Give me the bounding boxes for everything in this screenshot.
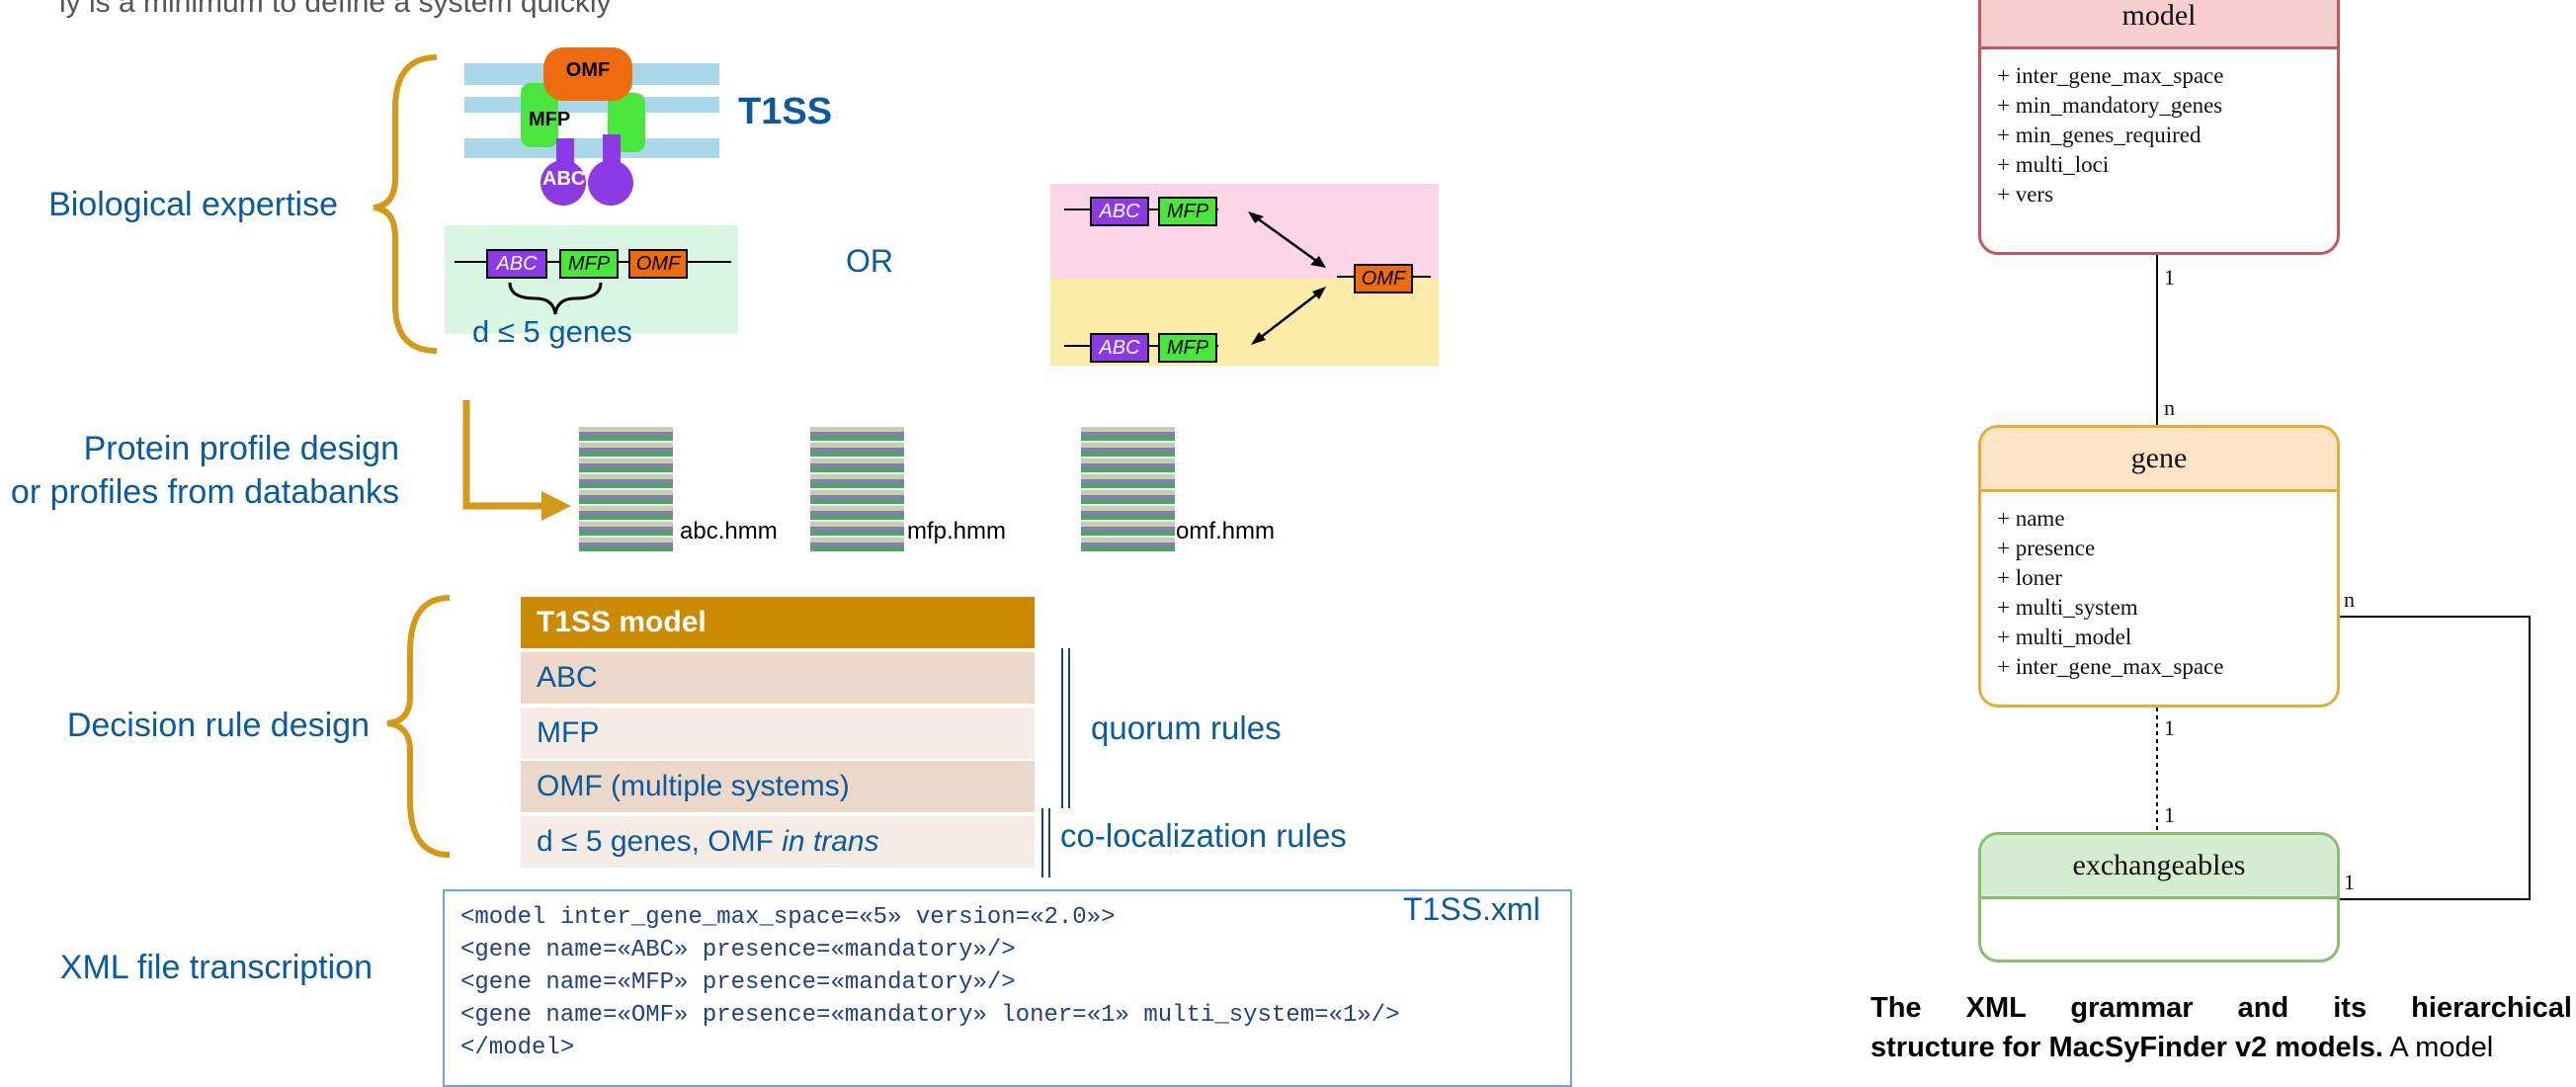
mfp-protein-label: MFP <box>529 109 571 130</box>
xml-line-1: <model inter_gene_max_space=«5» version=… <box>460 904 1116 931</box>
abc-protein-label: ABC <box>542 168 586 190</box>
trans-gene-abc-bottom: ABC <box>1090 333 1149 363</box>
profile-arrow <box>462 400 543 510</box>
model-table-row-mfp: MFP <box>521 708 1035 759</box>
t1ss-graphic: OMF MFP ABC <box>459 47 719 206</box>
quorum-bracket <box>1061 648 1070 808</box>
xml-file-box: <model inter_gene_max_space=«5» version=… <box>443 889 1572 1087</box>
abc-protein-right <box>588 160 633 206</box>
hmm-label-omf: omf.hmm <box>1176 518 1276 544</box>
omf-protein-label: OMF <box>565 59 611 81</box>
figure-caption: The XML grammar and its hierarchical str… <box>1870 988 2572 1067</box>
cis-gene-omf: OMF <box>628 249 688 279</box>
uml-model-attr: + min_genes_required <box>1997 123 2202 147</box>
caption-bold-part: structure for MacSyFinder v2 models. <box>1870 1032 2383 1063</box>
uml-model-attr: + multi_loci <box>1997 152 2110 177</box>
colocalization-prefix: d ≤ 5 genes, OMF <box>537 825 783 858</box>
omf-protein <box>543 47 632 101</box>
uml-gene-attr: + multi_system <box>1997 595 2138 620</box>
model-table-row-abc: ABC <box>521 652 1035 704</box>
xml-line-5: </model> <box>460 1035 575 1061</box>
uml-gene-attr: + multi_model <box>1997 625 2132 649</box>
hmm-thumb-omf <box>1081 427 1175 551</box>
uml-model-attr: + min_mandatory_genes <box>1997 93 2223 118</box>
caption-rest: A model <box>2382 1032 2494 1063</box>
model-table-row-colocalization: d ≤ 5 genes, OMF in trans <box>521 816 1035 868</box>
uml-model-attributes: + inter_gene_max_space + min_mandatory_g… <box>1981 49 2337 209</box>
hmm-thumb-mfp <box>810 427 904 551</box>
stage-label-biological-expertise: Biological expertise <box>48 186 338 223</box>
uml-gene-attr: + loner <box>1997 565 2062 590</box>
uml-exchangeables-class: exchangeables <box>1978 832 2340 962</box>
stage-label-protein-profile-line2: or profiles from databanks <box>10 473 399 511</box>
colocalization-label: co-localization rules <box>1060 817 1347 854</box>
stage-label-decision-rule: Decision rule design <box>66 707 370 744</box>
uml-connectors <box>2156 255 2531 900</box>
trans-gene-omf: OMF <box>1354 264 1413 293</box>
mult-gene-exch-bottom: 1 <box>2164 802 2175 827</box>
t1ss-title: T1SS <box>738 91 833 132</box>
uml-gene-attr: + presence <box>1997 536 2096 560</box>
distance-brace <box>508 282 603 315</box>
membrane-band-3 <box>464 138 719 158</box>
uml-gene-title: gene <box>1981 428 2337 492</box>
brace-biological <box>373 54 438 354</box>
cis-cassette-panel <box>445 225 738 334</box>
distance-label: d ≤ 5 genes <box>472 314 632 349</box>
header-partial-text: ly is a minimum to define a system quick… <box>59 0 612 19</box>
or-label: OR <box>846 243 893 279</box>
cis-gene-mfp: MFP <box>559 249 619 279</box>
xml-line-3: <gene name=«MFP» presence=«mandatory»/> <box>460 969 1016 996</box>
caption-line2: structure for MacSyFinder v2 models. A m… <box>1870 1028 2572 1067</box>
stage-label-xml-transcription: XML file transcription <box>59 949 373 986</box>
uml-model-class: model + inter_gene_max_space + min_manda… <box>1978 0 2340 255</box>
abc-stalk-right <box>603 134 621 168</box>
abc-protein-left <box>540 160 586 206</box>
uml-model-attr: + vers <box>1997 182 2054 207</box>
hmm-label-abc: abc.hmm <box>680 518 778 544</box>
xml-line-2: <gene name=«ABC» presence=«mandatory»/> <box>460 937 1016 963</box>
hmm-thumb-abc <box>579 427 673 551</box>
uml-model-attr: + inter_gene_max_space <box>1997 63 2224 88</box>
colocalization-bracket <box>1041 808 1050 878</box>
cis-gene-abc: ABC <box>486 249 547 279</box>
mult-model-gene-bottom: n <box>2164 395 2175 420</box>
trans-gene-mfp-top: MFP <box>1158 197 1217 226</box>
mult-gene-exch-side-n: n <box>2344 587 2355 612</box>
trans-gene-mfp-bottom: MFP <box>1158 333 1217 363</box>
stage-label-protein-profile: Protein profile design or profiles from … <box>11 427 399 514</box>
uml-gene-attr: + name <box>1997 506 2065 531</box>
model-table-row-omf: OMF (multiple systems) <box>521 761 1035 812</box>
uml-gene-attributes: + name + presence + loner + multi_system… <box>1981 492 2337 682</box>
caption-line1: The XML grammar and its hierarchical <box>1870 992 2572 1024</box>
uml-gene-class: gene + name + presence + loner + multi_s… <box>1978 425 2340 708</box>
model-table-header: T1SS model <box>521 597 1035 648</box>
colocalization-italic: in trans <box>782 825 879 858</box>
trans-gene-abc-top: ABC <box>1090 197 1149 226</box>
left-diagram-connectors <box>373 54 571 858</box>
hmm-label-mfp: mfp.hmm <box>907 518 1007 544</box>
quorum-label: quorum rules <box>1091 710 1282 746</box>
uml-gene-attr: + inter_gene_max_space <box>1997 654 2224 679</box>
uml-model-title: model <box>1981 0 2337 49</box>
mult-gene-exch-side-1: 1 <box>2344 870 2355 894</box>
xml-line-4: <gene name=«OMF» presence=«mandatory» lo… <box>460 1002 1400 1029</box>
mult-model-gene-top: 1 <box>2164 265 2175 290</box>
stage-label-protein-profile-line1: Protein profile design <box>83 430 399 467</box>
brace-decision <box>386 595 451 858</box>
mult-gene-exch-top: 1 <box>2164 715 2175 740</box>
profile-arrow-head <box>541 491 571 521</box>
xml-filename: T1SS.xml <box>1403 891 1540 927</box>
uml-exchangeables-title: exchangeables <box>1981 835 2337 899</box>
